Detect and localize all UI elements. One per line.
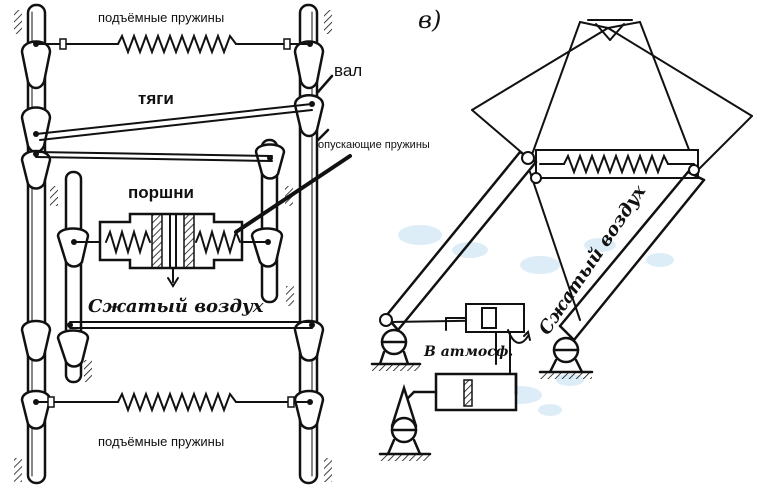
top-lift-spring (35, 33, 311, 55)
piston-cylinder (73, 212, 269, 288)
label-to-atmosphere: В атмосф. (423, 344, 513, 360)
frame-spring (535, 149, 699, 179)
label-lift-springs-bottom: подъёмные пружины (98, 434, 224, 449)
pantograph-frame (471, 19, 753, 171)
connecting-rods (35, 103, 313, 329)
left-base-bearing (370, 328, 422, 371)
air-cylinder (402, 372, 518, 412)
right-mechanism (370, 19, 753, 461)
bottom-crank (378, 383, 432, 461)
label-pistons: поршни (128, 183, 194, 202)
label-lowering-springs: опускающие пружины (318, 139, 430, 151)
lever-cams (20, 40, 325, 430)
valve-block (445, 303, 531, 375)
label-compressed-air-left: Сжатый воздух (88, 296, 264, 317)
left-mechanism (14, 3, 352, 485)
label-rods: тяги (138, 89, 174, 108)
label-lift-springs-top: подъёмные пружины (98, 10, 224, 25)
label-shaft: вал (334, 61, 362, 80)
right-base-bearing (538, 336, 594, 379)
bottom-lift-spring (35, 391, 311, 413)
panel-letter: в) (418, 6, 441, 34)
pivot-points (33, 41, 315, 405)
frame-pivots (379, 151, 700, 327)
leader-lines (234, 74, 352, 234)
